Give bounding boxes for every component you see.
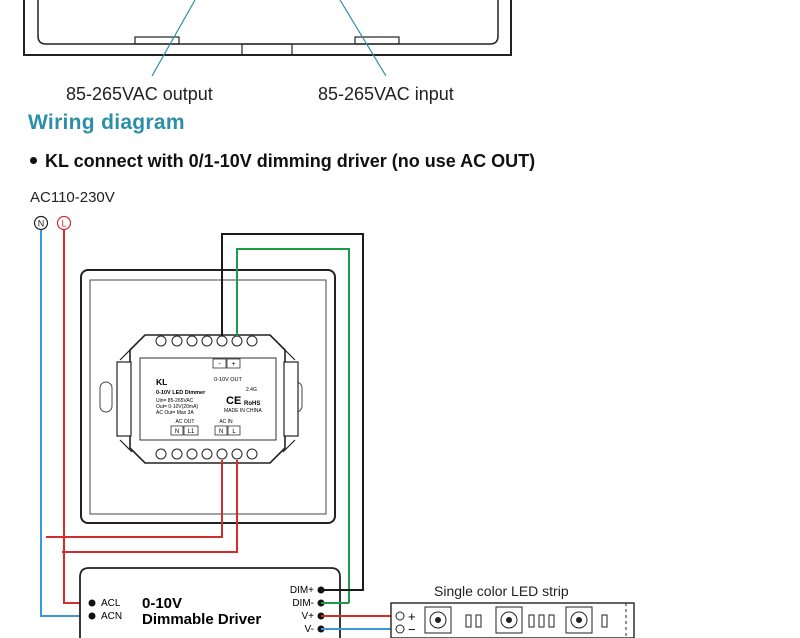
bottom-screw-terminals [155,448,258,460]
ce-mark: CE [226,395,241,407]
rf-label: 2.4G [246,387,257,393]
bullet-icon [30,156,37,164]
ac-in-label: AC IN [219,419,233,425]
strip-minus-mark: − [408,622,416,637]
wires [40,230,398,630]
driver-terminal-dim-minus: DIM- [292,598,314,609]
supply-voltage-label: AC110-230V [30,189,115,206]
driver-terminal-v-minus: V- [305,624,314,635]
ac-output-label: 85-265VAC output [66,84,213,104]
led-strip-label: Single color LED strip [434,583,569,599]
ac-out-label: AC OUT [176,419,195,425]
spec-line-3: AC Out= Max 3A [156,410,194,416]
made-in-label: MADE IN CHINA [224,408,262,414]
svg-text:L: L [61,219,66,229]
out-minus-mark: - [218,361,221,368]
live-wire-out [62,460,238,553]
dimmer-module: - + 0-10V OUT KL 0-10V LED Dimmer Uin= 8… [116,334,299,464]
driver-terminal-acn: ACN [101,611,122,622]
dimmable-driver: ACL ACN 0-10V Dimmable Driver DIM+ DIM- … [79,567,350,638]
output-pointer-line [151,0,196,77]
rohs-mark: RoHS [244,401,260,407]
out-plus-mark: + [231,361,235,368]
spec-line-1: Uin= 85-265VAC [156,398,194,404]
driver-title-line1: 0-10V [142,595,182,612]
driver-title-line2: Dimmable Driver [142,611,261,628]
led-chip-1 [424,606,452,634]
live-wire-in [46,460,223,538]
svg-text:L1: L1 [188,429,195,435]
neutral-terminal: N [33,215,49,231]
dimmer-model: KL [156,377,167,387]
out-label: 0-10V OUT [214,377,242,383]
svg-text:L: L [232,429,236,435]
ac-input-label: 85-265VAC input [318,84,454,104]
dimmer-name: 0-10V LED Dimmer [156,390,206,396]
led-chip-2 [495,606,523,634]
live-terminal: L [56,215,72,231]
top-panel-fragment [23,0,512,77]
led-chip-3 [565,606,593,634]
diagram-subtitle: KL connect with 0/1-10V dimming driver (… [30,151,535,172]
subtitle-text: KL connect with 0/1-10V dimming driver (… [45,151,536,171]
driver-terminal-v-plus: V+ [301,611,314,622]
svg-text:N: N [175,429,179,435]
spec-line-2: Out= 0-10V(20mA) [156,404,198,410]
svg-text:N: N [219,429,223,435]
input-pointer-line [339,0,387,77]
dim-minus-wire [236,248,350,603]
driver-terminal-acl: ACL [101,598,121,609]
svg-text:N: N [38,219,45,229]
top-screw-terminals [155,335,258,347]
led-strip: + − [390,602,635,638]
strip-plus-mark: + [408,609,416,624]
neutral-wire [40,230,88,617]
dim-plus-wire [221,233,364,591]
driver-terminal-dim-plus: DIM+ [290,585,314,596]
section-title: Wiring diagram [28,111,185,134]
